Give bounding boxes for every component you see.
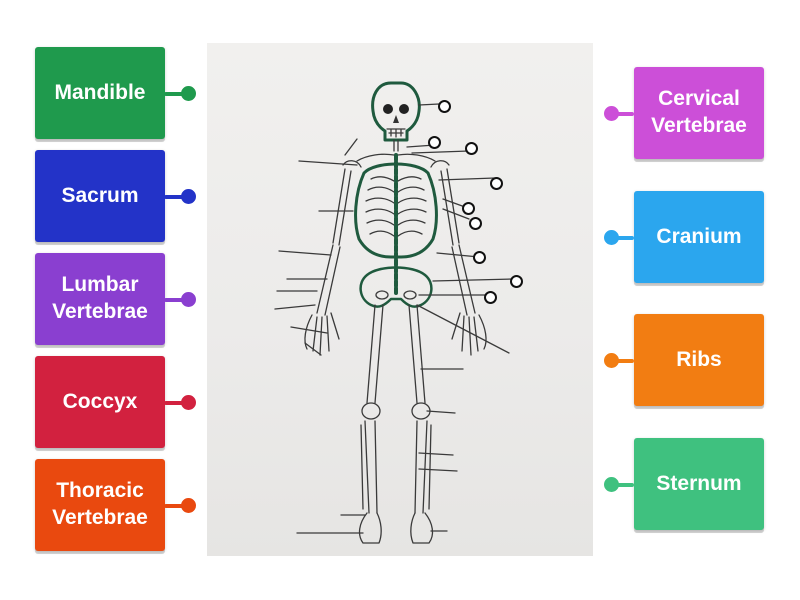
answer-tile-lumbar-vertebrae[interactable]: Lumbar Vertebrae [35,253,165,345]
answer-tile-coccyx[interactable]: Coccyx [35,356,165,448]
tile-label: Cervical Vertebrae [651,87,747,137]
drag-pin-thoracic-vertebrae[interactable] [181,498,196,513]
label-target-3[interactable] [465,142,478,155]
drag-pin-sternum[interactable] [604,477,619,492]
tile-connector [614,483,634,487]
label-target-1[interactable] [438,100,451,113]
tile-label: Thoracic Vertebrae [52,479,148,529]
answer-tile-thoracic-vertebrae[interactable]: Thoracic Vertebrae [35,459,165,551]
tile-connector [614,359,634,363]
tile-label: Coccyx [62,389,138,413]
tile-label: Sacrum [61,183,139,207]
label-target-8[interactable] [510,275,523,288]
answer-tile-ribs[interactable]: Ribs [634,314,764,406]
tile-label: Lumbar Vertebrae [52,273,148,323]
label-target-9[interactable] [484,291,497,304]
tile-label: Mandible [54,80,146,104]
label-target-6[interactable] [469,217,482,230]
label-target-4[interactable] [490,177,503,190]
tile-connector [164,92,184,96]
drag-pin-sacrum[interactable] [181,189,196,204]
tile-label: Cranium [656,224,742,248]
drag-pin-cranium[interactable] [604,230,619,245]
drag-pin-ribs[interactable] [604,353,619,368]
label-target-5[interactable] [462,202,475,215]
tile-connector [164,298,184,302]
answer-tile-sacrum[interactable]: Sacrum [35,150,165,242]
tile-connector [614,112,634,116]
answer-tile-cranium[interactable]: Cranium [634,191,764,283]
tile-connector [164,195,184,199]
skeleton-drawing [274,81,514,544]
answer-tile-sternum[interactable]: Sternum [634,438,764,530]
tile-connector [164,401,184,405]
drag-pin-lumbar-vertebrae[interactable] [181,292,196,307]
tile-connector [614,236,634,240]
tile-label: Sternum [656,471,742,495]
drag-pin-cervical-vertebrae[interactable] [604,106,619,121]
skeleton-diagram-photo [207,43,593,556]
drag-pin-mandible[interactable] [181,86,196,101]
tile-label: Ribs [676,347,722,371]
label-target-2[interactable] [428,136,441,149]
label-target-7[interactable] [473,251,486,264]
answer-tile-mandible[interactable]: Mandible [35,47,165,139]
tile-connector [164,504,184,508]
drag-pin-coccyx[interactable] [181,395,196,410]
answer-tile-cervical-vertebrae[interactable]: Cervical Vertebrae [634,67,764,159]
